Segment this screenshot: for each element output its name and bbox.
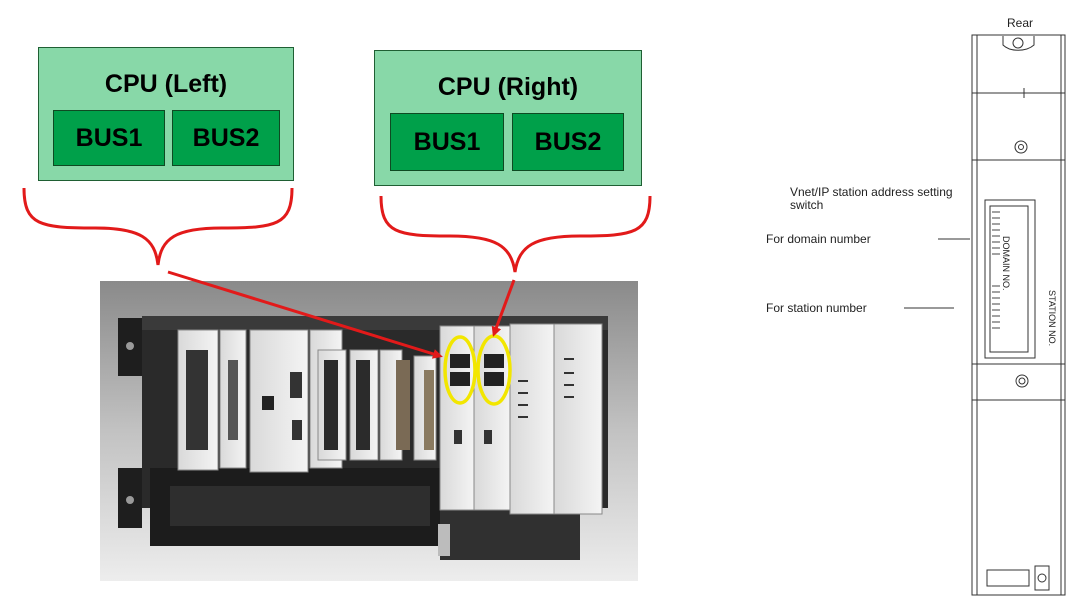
right-brace	[379, 195, 652, 273]
rear-label: Rear	[1007, 16, 1034, 30]
controller-photo	[100, 281, 638, 581]
vertical-label-station: STATION NO.	[1047, 290, 1057, 347]
cpu-left-title: CPU (Left)	[104, 70, 228, 98]
cpu-right-bus1: BUS1	[390, 113, 504, 171]
station-label: For station number	[766, 301, 867, 315]
left-brace	[22, 187, 294, 266]
right-arrow	[491, 279, 516, 337]
switch-label: Vnet/IP station address setting switch	[790, 185, 953, 212]
cpu-right-box: CPU (Right) BUS1 BUS2	[374, 50, 642, 186]
cpu-left-box: CPU (Left) BUS1 BUS2	[38, 47, 294, 181]
domain-label: For domain number	[766, 232, 871, 246]
cpu-right-title: CPU (Right)	[437, 73, 579, 101]
rear-panel-drawing	[904, 34, 1066, 596]
cpu-left-bus1: BUS1	[53, 110, 165, 166]
left-arrow	[167, 270, 443, 359]
cpu-right-bus2: BUS2	[512, 113, 624, 171]
vertical-label-domain: DOMAIN NO.	[1001, 236, 1011, 291]
cpu-left-bus2: BUS2	[172, 110, 280, 166]
left-port-highlight	[443, 335, 477, 405]
